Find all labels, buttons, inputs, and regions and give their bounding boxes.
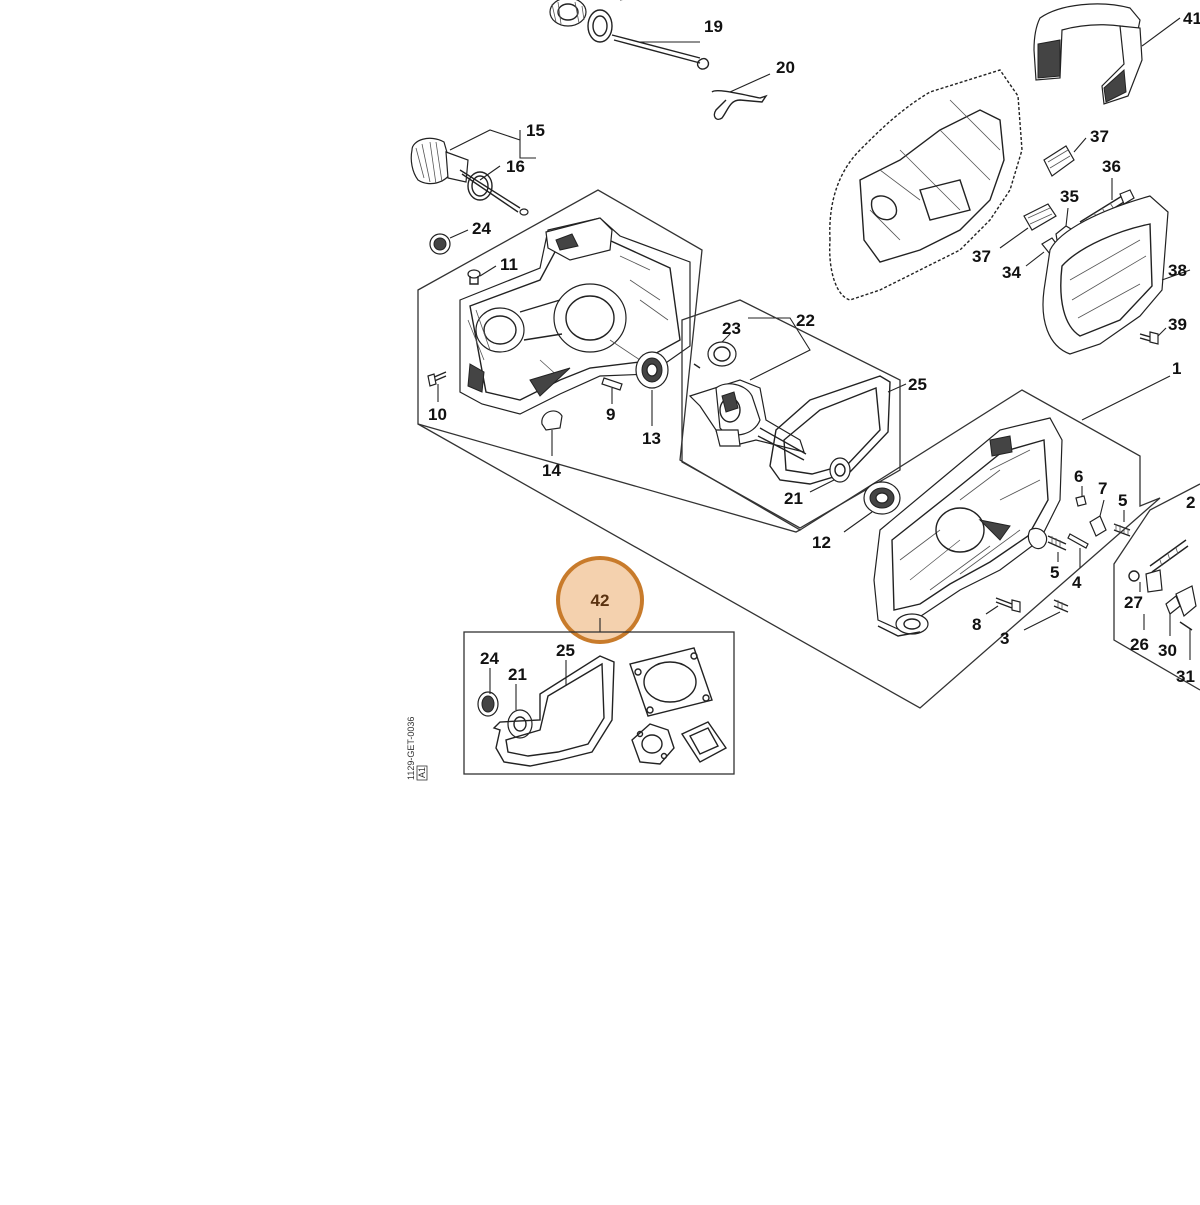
part-37-pad-top xyxy=(1043,145,1075,177)
callout-35: 35 xyxy=(1060,187,1079,206)
callout-37-top: 37 xyxy=(1090,127,1109,146)
part-38-side-cover xyxy=(1042,195,1169,355)
callout-37-bottom: 37 xyxy=(972,247,991,266)
part-5-spring-left xyxy=(1047,535,1067,551)
figure-code-box: A1 xyxy=(417,767,427,778)
callout-4: 4 xyxy=(1072,573,1082,592)
part-15-pinion xyxy=(410,137,529,216)
callout-13: 13 xyxy=(642,429,661,448)
callout-30: 30 xyxy=(1158,641,1177,660)
callout-15: 15 xyxy=(526,121,545,140)
callout-9: 9 xyxy=(606,405,615,424)
callout-25-kit: 25 xyxy=(556,641,575,660)
part-7-sleeve xyxy=(1089,515,1107,537)
callout-16: 16 xyxy=(506,157,525,176)
callout-8: 8 xyxy=(972,615,981,634)
callout-20: 20 xyxy=(776,58,795,77)
part-cylinder-gasket xyxy=(629,647,713,717)
callout-5-right: 5 xyxy=(1118,491,1127,510)
hotspot-42[interactable]: 42 xyxy=(556,556,644,644)
frame-oil-pump xyxy=(1113,483,1200,691)
callout-6: 6 xyxy=(1074,467,1083,486)
frame-right-crankcase xyxy=(417,389,1161,709)
callout-27: 27 xyxy=(1124,593,1143,612)
part-21-seal-mid xyxy=(829,457,851,483)
part-24-seal-top xyxy=(429,233,451,255)
part-crankcase-right xyxy=(873,417,1063,637)
figure-code: 1129-GET-0036 A1 xyxy=(406,717,428,781)
callout-39: 39 xyxy=(1168,315,1187,334)
part-27-pump xyxy=(1128,539,1197,631)
part-top-gear xyxy=(549,0,768,120)
part-21-seal-kit xyxy=(507,709,533,739)
callout-11: 11 xyxy=(500,255,518,274)
callout-12: 12 xyxy=(812,533,831,552)
part-11-plug xyxy=(467,269,481,285)
callout-24-top: 24 xyxy=(472,219,491,238)
part-13-bearing xyxy=(635,351,669,389)
callout-41: 41 xyxy=(1183,9,1200,28)
figure-code-text: 1129-GET-0036 xyxy=(406,717,416,780)
part-8-screw xyxy=(995,597,1021,613)
part-24-seal-kit xyxy=(477,691,499,717)
part-housing-sketch xyxy=(828,69,1023,301)
part-39-screw xyxy=(1139,331,1159,345)
callout-26: 26 xyxy=(1130,635,1149,654)
part-37-pad-bottom xyxy=(1023,203,1057,231)
callout-5-left: 5 xyxy=(1050,563,1059,582)
callout-19: 19 xyxy=(704,17,723,36)
part-10-screw xyxy=(427,371,447,387)
part-12-bearing xyxy=(863,481,901,515)
part-9-pin xyxy=(601,377,623,391)
callout-34: 34 xyxy=(1002,263,1021,282)
callout-31: 31 xyxy=(1176,667,1195,686)
callout-22: 22 xyxy=(796,311,815,330)
callout-24-kit: 24 xyxy=(480,649,499,668)
frame-crankshaft xyxy=(681,299,901,529)
callout-21-kit: 21 xyxy=(508,665,527,684)
callout-14: 14 xyxy=(542,461,561,480)
hotspot-42-circle[interactable] xyxy=(556,556,644,644)
callout-2: 2 xyxy=(1186,493,1195,512)
callout-25-top: 25 xyxy=(908,375,927,394)
callout-3: 3 xyxy=(1000,629,1009,648)
part-3-spring xyxy=(1053,599,1069,613)
part-crankcase-left xyxy=(459,217,691,415)
callout-36: 36 xyxy=(1102,157,1121,176)
part-5-spring-right xyxy=(1113,523,1131,537)
callout-10: 10 xyxy=(428,405,447,424)
callout-21-mid: 21 xyxy=(784,489,803,508)
part-23-bearing xyxy=(693,341,737,369)
part-14-plug xyxy=(541,410,563,431)
hotspot-42-label[interactable]: 42 xyxy=(591,591,610,610)
part-41-cover xyxy=(1033,3,1143,105)
part-6-pin xyxy=(1075,495,1087,507)
frame-gasket-kit xyxy=(463,631,735,775)
part-crankshaft xyxy=(688,379,807,461)
part-4-pin xyxy=(1067,533,1089,549)
callout-1: 1 xyxy=(1172,359,1181,378)
callout-38: 38 xyxy=(1168,261,1187,280)
callout-7: 7 xyxy=(1098,479,1107,498)
callout-23: 23 xyxy=(722,319,741,338)
part-muffler-gasket xyxy=(680,721,728,763)
part-intake-gasket xyxy=(631,723,675,765)
part-25-gasket-kit xyxy=(492,655,615,767)
